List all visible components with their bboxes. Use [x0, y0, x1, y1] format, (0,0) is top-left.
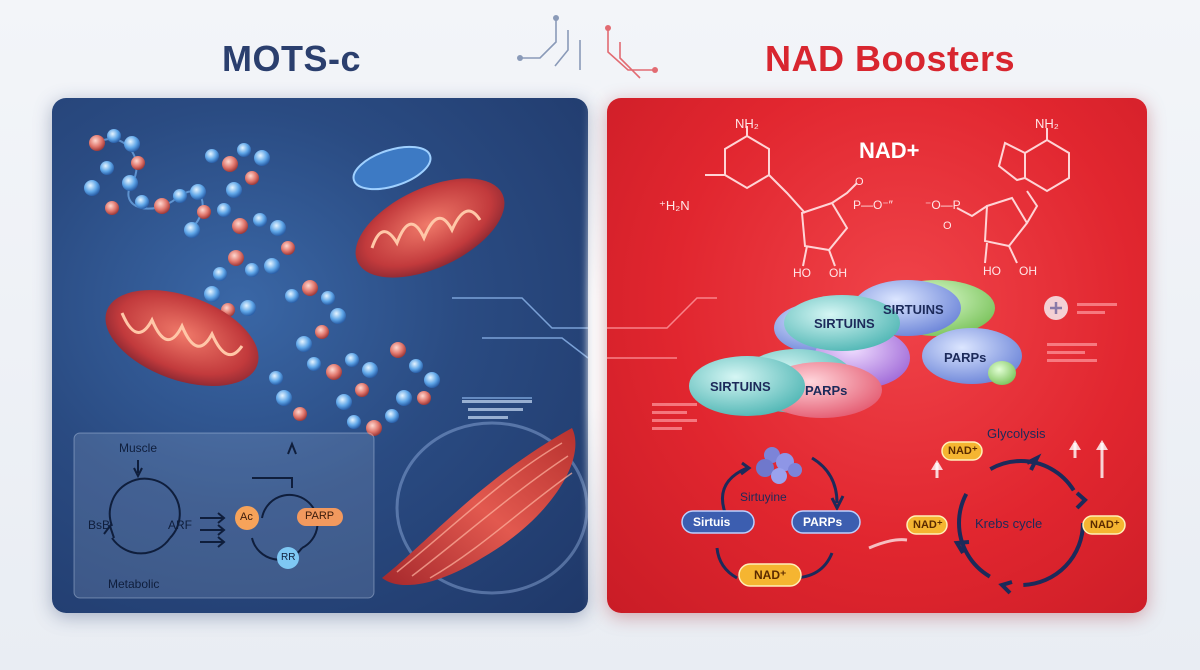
peptide-chain-1	[84, 129, 211, 238]
peptide-chain-3	[269, 280, 440, 436]
nad-right-label: NAD⁺	[1090, 519, 1120, 531]
ho-left-label: HO	[793, 266, 811, 280]
muscle-label: Muscle	[119, 441, 158, 455]
nad-chemical-structure	[705, 126, 1070, 267]
pathway-diagram	[103, 441, 319, 561]
nad-boosters-title: NAD Boosters	[765, 38, 1016, 79]
oh-right-label: OH	[1019, 264, 1037, 278]
circuit-lines-left	[452, 297, 588, 399]
mots-c-panel: Muscle BsB ARF Metabolic Ac PARP RR	[52, 98, 588, 613]
metabolic-label: Metabolic	[108, 577, 160, 591]
h2n-label: ⁺H₂N	[659, 198, 690, 213]
nad-top-label: NAD⁺	[948, 445, 978, 457]
ac-label: Ac	[240, 511, 253, 523]
krebs-cycle-label: Krebs cycle	[975, 516, 1043, 531]
center-divider-glow	[588, 70, 608, 630]
sirtuins-label-2: SIRTUINS	[883, 302, 944, 317]
nad-pill-bottom	[738, 563, 802, 587]
nh2-left-label: NH₂	[735, 116, 759, 131]
sirtuis-label: Sirtuis	[693, 515, 731, 529]
ac-node	[235, 506, 259, 530]
circuit-decoration-top	[517, 15, 658, 79]
nad-bottom-label: NAD⁺	[754, 568, 787, 582]
nad-left-label: NAD⁺	[913, 519, 943, 531]
bsb-label: BsB	[88, 518, 111, 532]
nad-pill-right	[1082, 515, 1126, 535]
mitochondrion-top	[352, 145, 505, 278]
arf-label: ARF	[168, 518, 192, 532]
rr-label: RR	[281, 552, 296, 563]
parp-node	[297, 508, 343, 526]
ho-right-label: HO	[983, 264, 1001, 278]
rr-node	[277, 547, 299, 569]
parps-label-2: PARPs	[805, 383, 848, 398]
nad-pill-left	[906, 515, 948, 535]
oh-left-label: OH	[829, 266, 847, 280]
sirtuyine-label: Sirtuyine	[740, 490, 787, 504]
sirtuis-pill	[681, 510, 755, 534]
nh2-right-label: NH₂	[1035, 116, 1059, 131]
parps-pill-label: PARPs	[803, 515, 843, 529]
nad-illustration	[607, 126, 1126, 595]
plus-icon	[1050, 302, 1062, 314]
parp-label: PARP	[305, 510, 335, 522]
sirtuins-label-3: SIRTUINS	[710, 379, 771, 394]
mots-c-illustration	[73, 129, 588, 599]
oxygen-right-label: O	[943, 220, 952, 232]
phosphate-right-label: ⁻O—P	[925, 198, 961, 212]
nad-boosters-panel: NH₂ NH₂ ⁺H₂N NAD+ P—O⁻″ ⁻O—P O O HO OH H…	[607, 98, 1147, 613]
pathway-diagram-box	[73, 432, 375, 599]
protein-cluster	[689, 280, 1022, 418]
sirtuins-label-1: SIRTUINS	[814, 316, 875, 331]
parps-label-1: PARPs	[944, 350, 987, 365]
glycolysis-label: Glycolysis	[987, 426, 1046, 441]
oxygen-left-label: O	[855, 176, 864, 188]
phosphate-left-label: P—O⁻″	[853, 198, 893, 212]
nad-plus-title: NAD+	[859, 138, 920, 163]
sirtuin-cycle	[715, 447, 845, 586]
parps-pill	[791, 510, 861, 534]
circuit-lines-right	[607, 297, 717, 359]
peptide-chain-2	[204, 143, 295, 317]
mots-c-title: MOTS-c	[222, 38, 362, 79]
nad-pill-top	[941, 441, 983, 461]
mitochondrion-left	[105, 289, 259, 387]
muscle-fiber-illustration	[382, 421, 588, 595]
